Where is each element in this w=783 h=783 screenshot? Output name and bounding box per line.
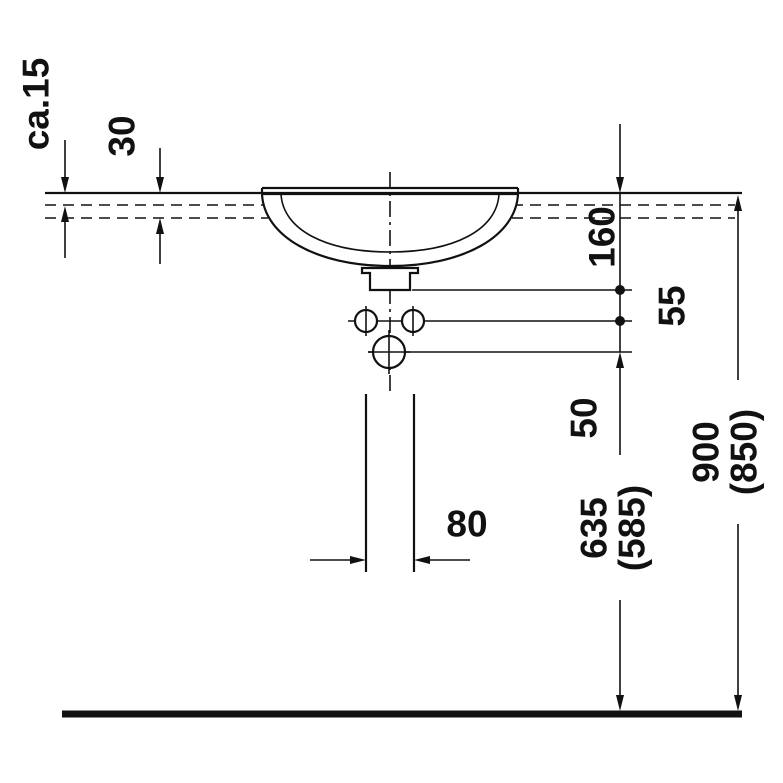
dim-chain-dot-lower bbox=[615, 316, 625, 326]
dim-30-label: 30 bbox=[102, 115, 143, 156]
dim-50-label: 50 bbox=[564, 397, 605, 438]
dim-80-label: 80 bbox=[446, 504, 487, 545]
dim-900-up-arrow bbox=[734, 195, 742, 211]
dim-ca15-up-arrow bbox=[61, 206, 69, 222]
dim-30-up-arrow bbox=[156, 218, 164, 234]
drain-fitting bbox=[360, 266, 420, 292]
dim-635-alt-label: (585) bbox=[612, 485, 653, 571]
dim-900-main-label: 900 bbox=[686, 421, 727, 483]
dim-900-alt-label: (850) bbox=[724, 409, 765, 495]
dim-635-main-label: 635 bbox=[574, 497, 615, 559]
dim-ca15-label: ca.15 bbox=[16, 58, 57, 151]
dim-900-down-arrow bbox=[734, 695, 742, 711]
dim-80-right-pointing-arrow bbox=[350, 556, 366, 564]
dim-80-left-pointing-arrow bbox=[414, 556, 430, 564]
dim-635-down-arrow bbox=[616, 695, 624, 711]
dim-160-down-arrow bbox=[616, 177, 624, 193]
dim-ca15-down-arrow bbox=[61, 177, 69, 193]
dim-160-label: 160 bbox=[582, 206, 623, 268]
dim-30-down-arrow bbox=[156, 177, 164, 193]
dim-chain-dot-upper bbox=[615, 285, 625, 295]
dim-50-up-arrow bbox=[616, 352, 624, 368]
dim-55-label: 55 bbox=[652, 285, 693, 326]
